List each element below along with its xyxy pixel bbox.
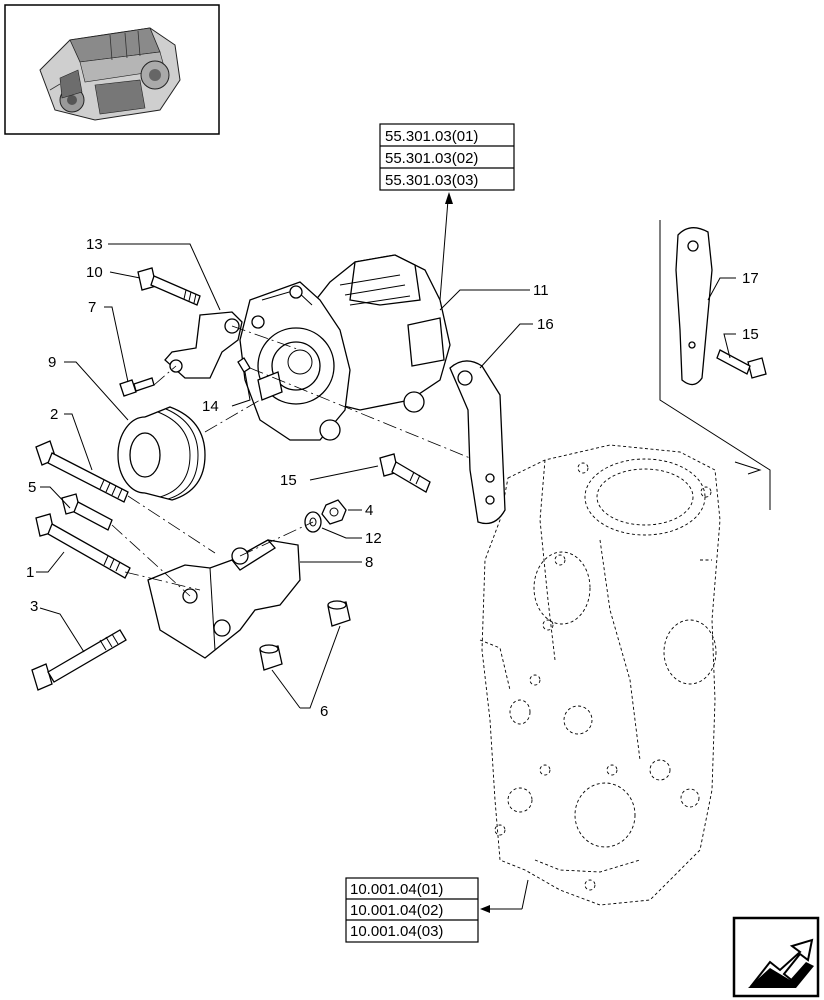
callout-13: 13: [86, 236, 103, 253]
callout-labels: 13 10 7 9 2 5 1 3 14 11 16 17 15 15 4 12…: [26, 236, 759, 720]
nut-4: [321, 499, 347, 525]
bolt-2: [35, 440, 129, 503]
engine-thumbnail-icon[interactable]: [4, 4, 220, 135]
bracket-arm: [164, 311, 243, 379]
callout-11: 11: [533, 282, 549, 299]
callout-17: 17: [742, 270, 759, 287]
reference-box-top: 55.301.03(01) 55.301.03(02) 55.301.03(03…: [379, 123, 515, 301]
bushing-6a: [327, 600, 351, 627]
callout-5: 5: [28, 479, 36, 496]
ref-bottom-1[interactable]: 10.001.04(01): [350, 881, 443, 898]
callout-7: 7: [88, 299, 96, 316]
callout-3: 3: [30, 598, 38, 615]
bolt-15-inset: [716, 349, 767, 379]
bolt-15-main: [379, 453, 431, 493]
next-page-arrow-icon[interactable]: [732, 916, 820, 998]
leader-lines: [36, 243, 736, 709]
callout-8: 8: [365, 554, 373, 571]
engine-block-outline: [479, 444, 721, 906]
alternator: [239, 254, 451, 441]
pulley: [117, 406, 206, 501]
bolt-1: [35, 513, 131, 579]
callout-1: 1: [26, 564, 34, 581]
bolt-10: [137, 267, 201, 306]
assembly-lines: [111, 325, 471, 597]
callout-16: 16: [537, 316, 554, 333]
callout-9: 9: [48, 354, 56, 371]
bolt-7: [119, 377, 155, 397]
adjuster-bar: [449, 360, 506, 525]
ref-top-2[interactable]: 55.301.03(02): [385, 150, 478, 167]
bolt-5: [61, 493, 113, 531]
inset-bracket: [659, 220, 771, 510]
callout-14: 14: [202, 398, 219, 415]
ref-bottom-3[interactable]: 10.001.04(03): [350, 923, 443, 940]
callout-10: 10: [86, 264, 103, 281]
mounting-bracket: [147, 539, 301, 659]
ref-bottom-2[interactable]: 10.001.04(02): [350, 902, 443, 919]
callout-6: 6: [320, 703, 328, 720]
callout-15: 15: [280, 472, 297, 489]
bushing-6b: [259, 644, 283, 671]
callout-4: 4: [365, 502, 373, 519]
reference-box-bottom: 10.001.04(01) 10.001.04(02) 10.001.04(03…: [345, 877, 529, 943]
ref-top-1[interactable]: 55.301.03(01): [385, 128, 478, 145]
callout-12: 12: [365, 530, 382, 547]
bolt-3: [31, 629, 127, 691]
callout-2: 2: [50, 406, 58, 423]
callout-15-inset: 15: [742, 326, 759, 343]
ref-top-3[interactable]: 55.301.03(03): [385, 172, 478, 189]
